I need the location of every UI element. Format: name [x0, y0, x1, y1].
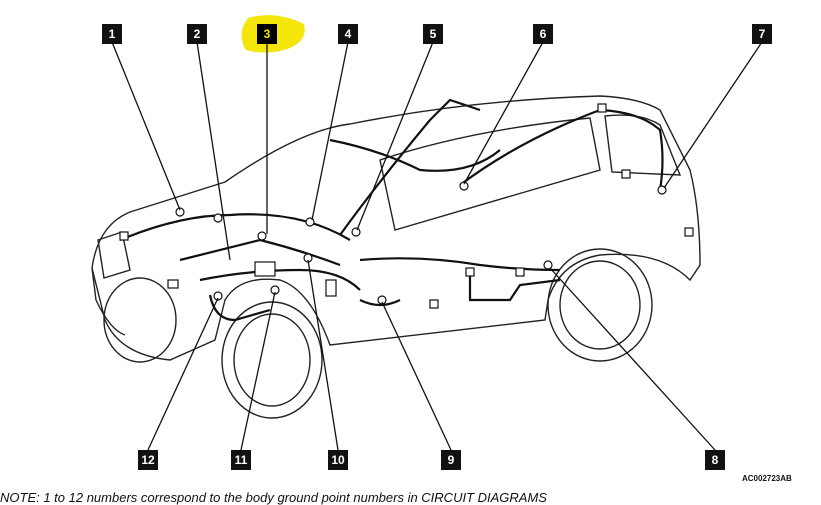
callout-6: 6: [533, 24, 553, 44]
callout-2: 2: [187, 24, 207, 44]
figure-code: AC002723AB: [742, 474, 792, 483]
callout-4: 4: [338, 24, 358, 44]
callout-10: 10: [328, 450, 348, 470]
callout-9: 9: [441, 450, 461, 470]
callout-5: 5: [423, 24, 443, 44]
callout-1: 1: [102, 24, 122, 44]
callout-7: 7: [752, 24, 772, 44]
callout-8: 8: [705, 450, 725, 470]
callout-12: 12: [138, 450, 158, 470]
callout-11: 11: [231, 450, 251, 470]
leader-lines: [111, 41, 763, 451]
footnote: NOTE: 1 to 12 numbers correspond to the …: [0, 490, 547, 505]
callout-3: 3: [257, 24, 277, 44]
vehicle-body: [91, 95, 701, 419]
